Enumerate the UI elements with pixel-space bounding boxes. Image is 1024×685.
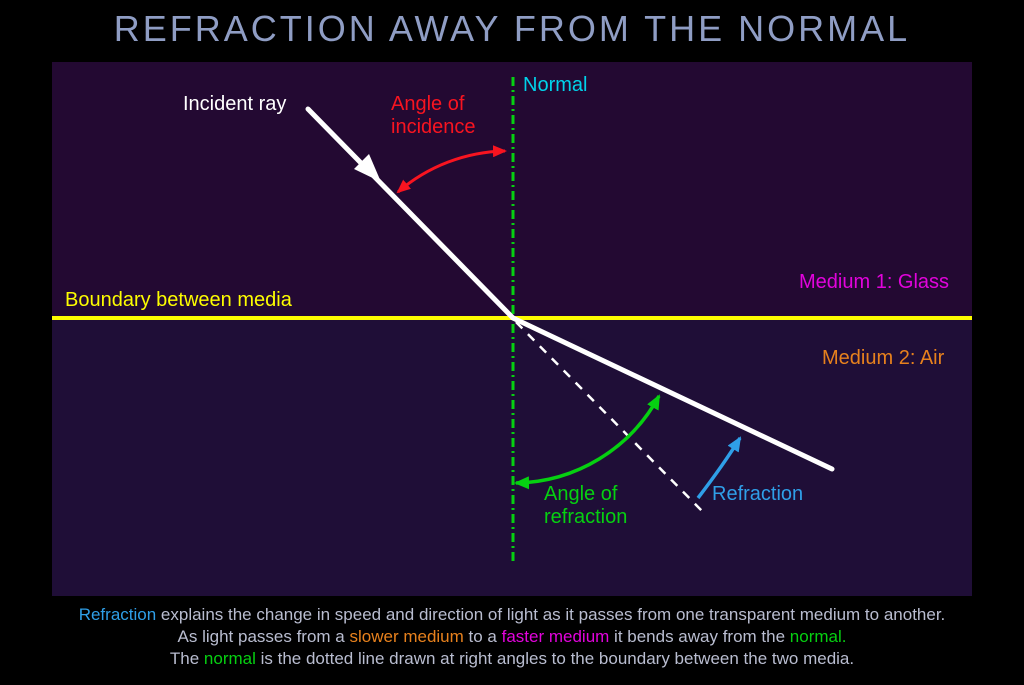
caption-segment: it bends away from the <box>609 627 790 646</box>
incident-ray <box>305 106 516 321</box>
refraction-pointer-arrow <box>696 436 742 500</box>
medium2-label: Medium 2: Air <box>822 347 945 369</box>
angle-of-refraction-arc <box>514 394 661 490</box>
refracted-ray <box>510 315 835 472</box>
refraction-diagram: Incident ray Angle of incidence Normal M… <box>52 62 972 596</box>
caption-segment: Refraction <box>78 605 157 624</box>
page-title: REFRACTION AWAY FROM THE NORMAL <box>113 8 911 49</box>
caption-segment: The <box>169 649 204 668</box>
caption-segment: slower medium <box>349 627 464 646</box>
caption-line-1: Refraction explains the change in speed … <box>0 604 1024 626</box>
caption-line-2: As light passes from a slower medium to … <box>0 626 1024 648</box>
medium1-label: Medium 1: Glass <box>799 271 950 293</box>
incident-ray-label: Incident ray <box>183 93 287 115</box>
normal-label: Normal <box>523 74 588 96</box>
angle-of-incidence-arc <box>396 145 507 194</box>
caption-line-3: The normal is the dotted line drawn at r… <box>0 648 1024 670</box>
caption-segment: to a <box>463 627 502 646</box>
diagram-canvas <box>52 62 972 596</box>
caption-segment: normal. <box>789 627 847 646</box>
caption-segment: is the dotted line drawn at right angles… <box>255 649 855 668</box>
caption-block: Refraction explains the change in speed … <box>0 604 1024 670</box>
caption-segment: explains the change in speed and directi… <box>156 605 946 624</box>
angle-of-refraction-label: Angle of refraction <box>544 483 628 528</box>
caption-segment: As light passes from a <box>177 627 350 646</box>
incident-ray-arrowhead <box>354 154 381 182</box>
refraction-label: Refraction <box>712 483 804 505</box>
caption-segment: normal <box>203 649 256 668</box>
angle-of-incidence-label: Angle of incidence <box>391 93 476 138</box>
boundary-label: Boundary between media <box>65 289 292 311</box>
caption-segment: faster medium <box>501 627 610 646</box>
